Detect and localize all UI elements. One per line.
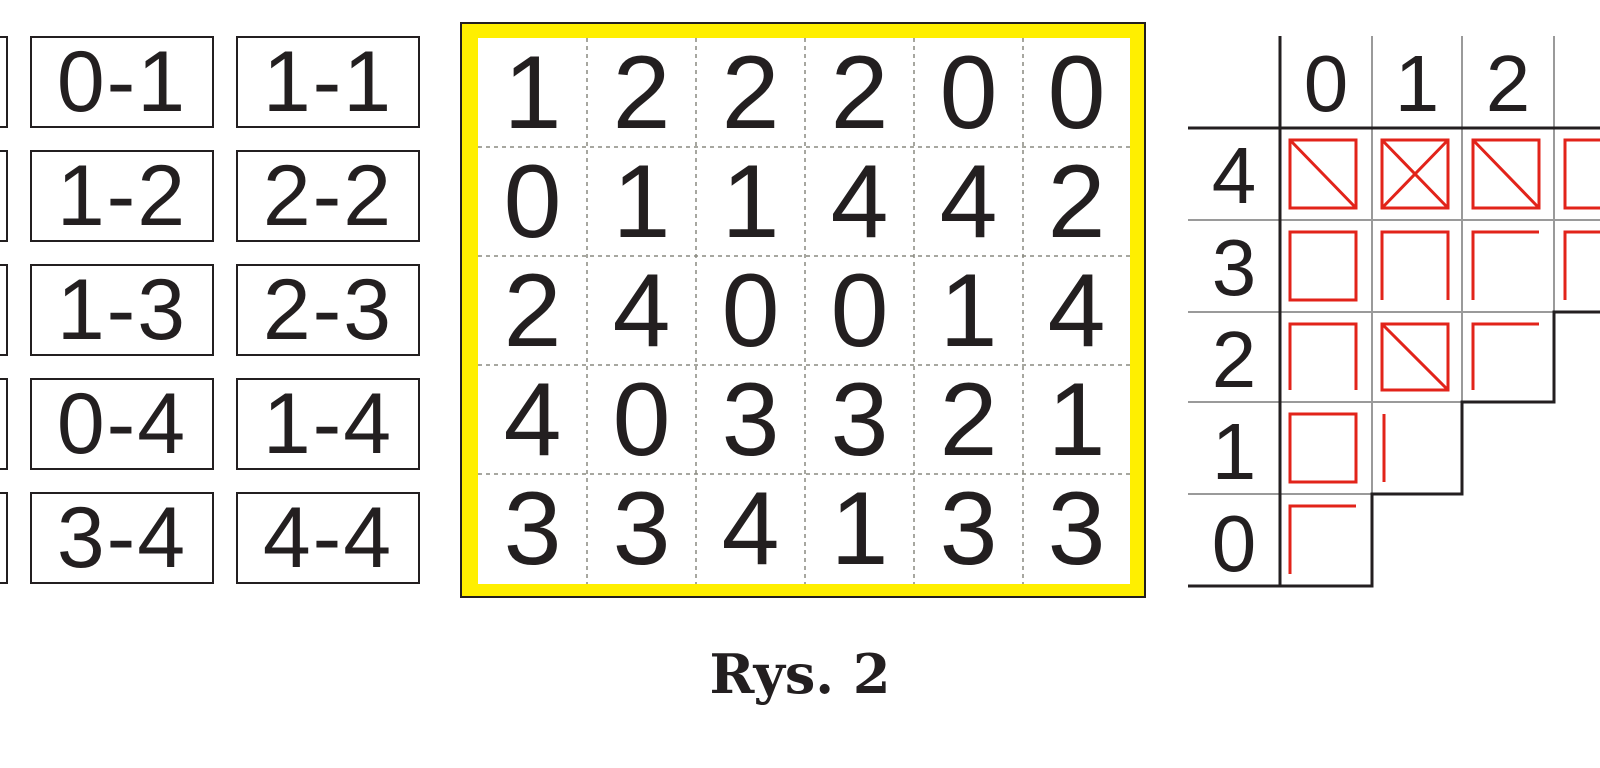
board-cell: 2 xyxy=(612,34,671,151)
domino-board: 1 2 2 2 0 0 0 1 1 4 4 2 2 4 0 0 1 4 4 0 … xyxy=(460,22,1146,598)
mark-1-0 xyxy=(1288,412,1358,484)
board-cell: 4 xyxy=(721,471,780,587)
mark-0-0 xyxy=(1288,504,1356,574)
board-cell: 1 xyxy=(1047,361,1106,478)
board-cell: 3 xyxy=(1047,471,1106,587)
board-cell: 3 xyxy=(830,361,889,478)
board-cell: 3 xyxy=(939,471,998,587)
board-cell: 4 xyxy=(1047,252,1106,369)
board-cell: 3 xyxy=(721,361,780,478)
mark-3-3 xyxy=(1563,230,1600,300)
board-gridlines xyxy=(478,38,1130,584)
board-cell: 0 xyxy=(1047,34,1106,151)
column-header: 0 xyxy=(1303,39,1349,128)
domino-tile: 4-4 xyxy=(236,492,420,584)
board-cell: 2 xyxy=(939,361,998,478)
domino-tile: 0-4 xyxy=(30,378,214,470)
board-cell: 4 xyxy=(503,361,562,478)
board-cell: 1 xyxy=(939,252,998,369)
board-grid: 1 2 2 2 0 0 0 1 1 4 4 2 2 4 0 0 1 4 4 0 … xyxy=(478,38,1130,584)
domino-tile: 1-4 xyxy=(236,378,420,470)
mark-2-2 xyxy=(1471,322,1539,390)
mark-4-2 xyxy=(1471,138,1541,210)
mark-4-0 xyxy=(1288,138,1358,210)
domino-tile: 1-3 xyxy=(30,264,214,356)
row-header: 4 xyxy=(1211,131,1257,220)
board-cell: 0 xyxy=(939,34,998,151)
tile-stub xyxy=(0,378,8,470)
board-cell: 4 xyxy=(939,143,998,260)
mark-2-0 xyxy=(1288,322,1358,390)
row-header: 3 xyxy=(1211,223,1257,312)
board-cell: 2 xyxy=(721,34,780,151)
tile-stub xyxy=(0,150,8,242)
mark-4-1 xyxy=(1380,138,1450,210)
board-cell: 2 xyxy=(1047,143,1106,260)
mark-3-1 xyxy=(1380,230,1450,300)
domino-tile: 2-2 xyxy=(236,150,420,242)
board-cell: 0 xyxy=(503,143,562,260)
board-cell: 0 xyxy=(721,252,780,369)
domino-tile: 3-4 xyxy=(30,492,214,584)
column-header: 1 xyxy=(1394,39,1440,128)
tile-stub xyxy=(0,492,8,584)
domino-tile: 1-2 xyxy=(30,150,214,242)
figure-caption: Rys. 2 xyxy=(709,642,891,706)
tile-stub xyxy=(0,264,8,356)
board-cell: 1 xyxy=(830,471,889,587)
mark-4-3 xyxy=(1563,138,1600,210)
board-cell: 1 xyxy=(721,143,780,260)
board-cell: 4 xyxy=(612,252,671,369)
board-cell: 2 xyxy=(830,34,889,151)
domino-tile: 0-1 xyxy=(30,36,214,128)
board-cell: 0 xyxy=(830,252,889,369)
board-cell: 2 xyxy=(503,252,562,369)
column-header: 2 xyxy=(1485,39,1531,128)
board-cell: 1 xyxy=(503,34,562,151)
board-cell: 0 xyxy=(612,361,671,478)
domino-tile: 1-1 xyxy=(236,36,420,128)
mark-3-0 xyxy=(1288,230,1358,302)
board-cell: 3 xyxy=(503,471,562,587)
mark-2-1 xyxy=(1380,322,1450,392)
domino-tile: 2-3 xyxy=(236,264,420,356)
mark-3-2 xyxy=(1471,230,1539,300)
board-cell: 1 xyxy=(612,143,671,260)
board-cell: 4 xyxy=(830,143,889,260)
tile-stub xyxy=(0,36,8,128)
board-cell: 3 xyxy=(612,471,671,587)
